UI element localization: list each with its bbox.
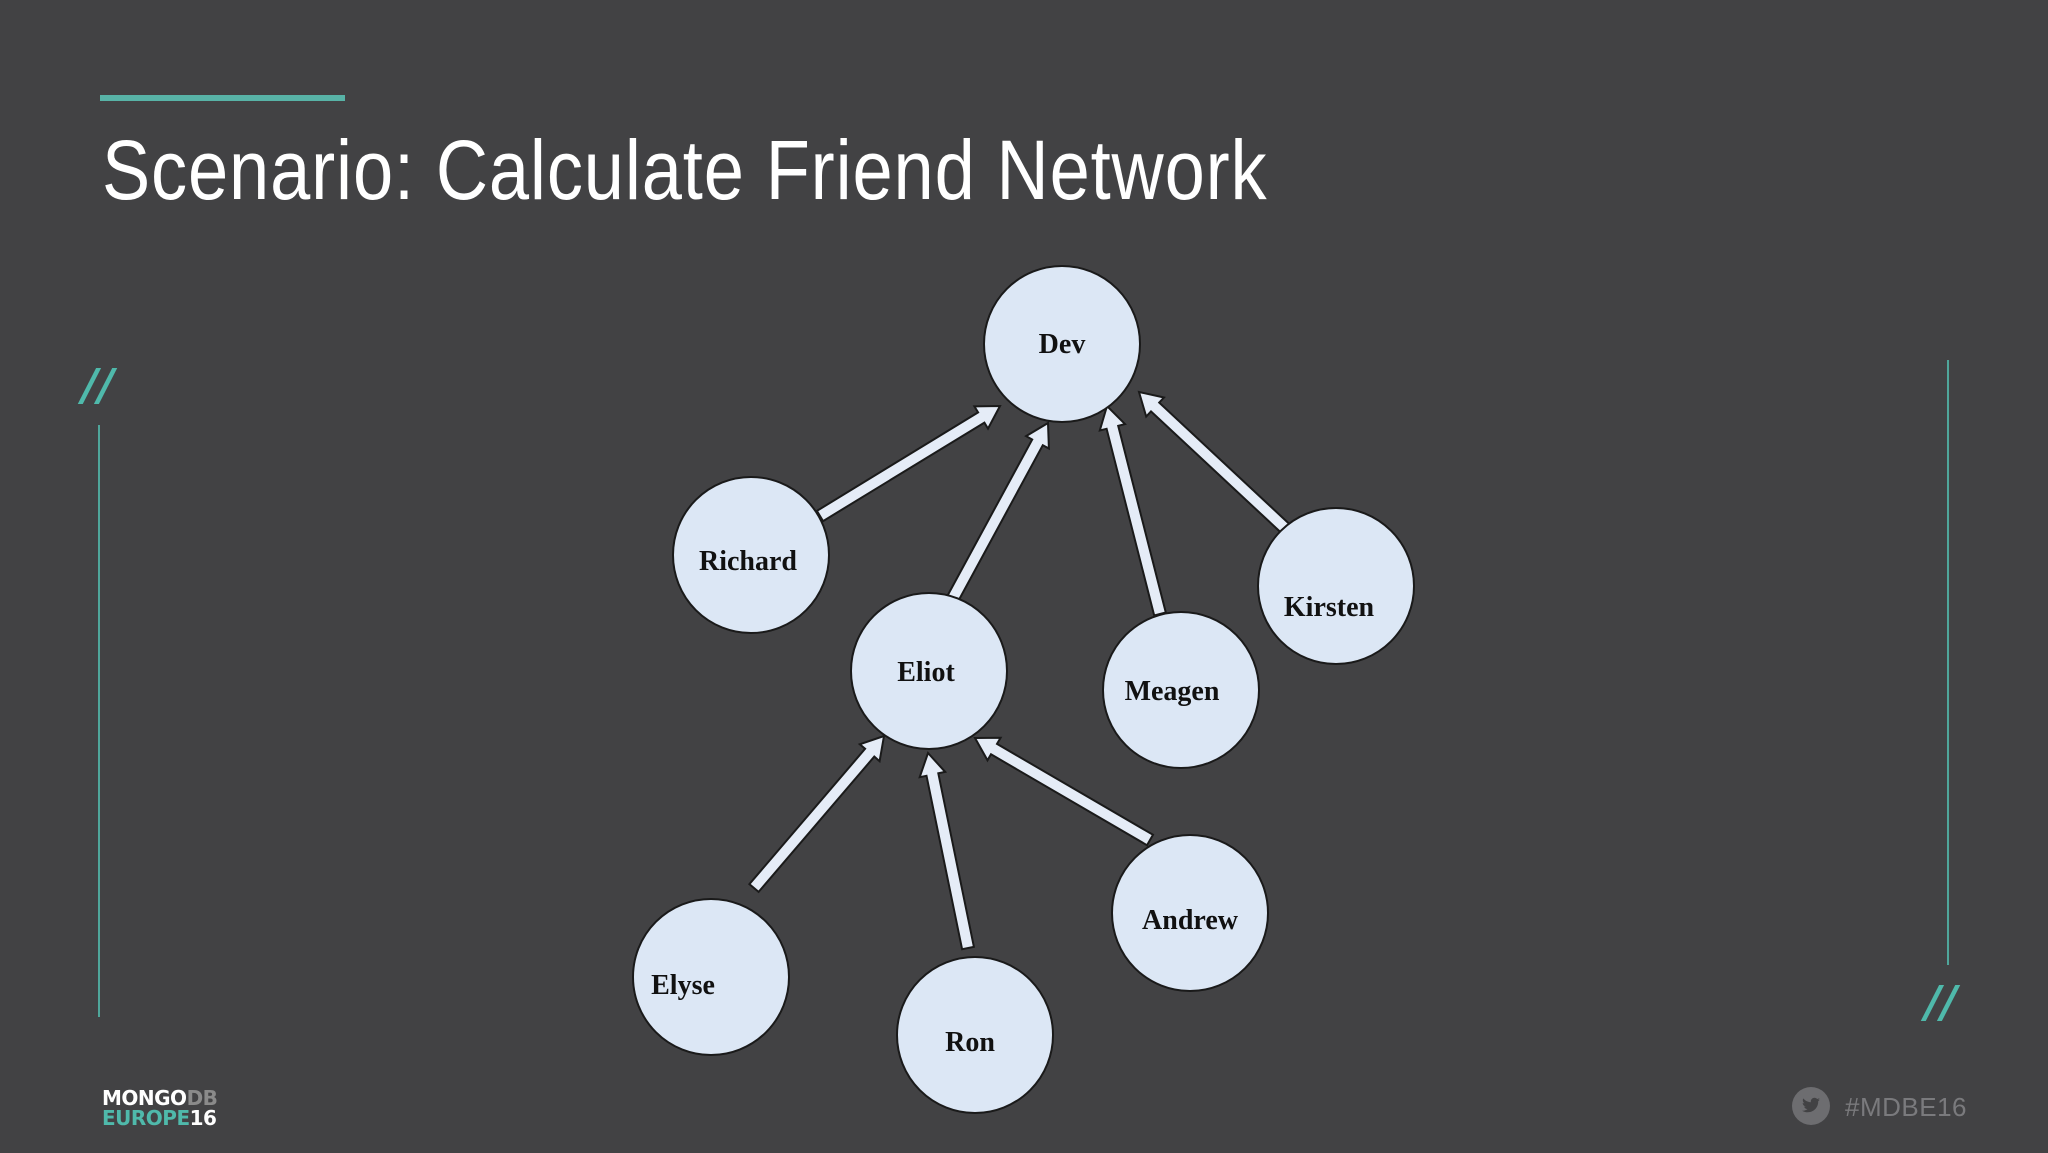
arrow-richard-dev — [815, 404, 1002, 523]
node-label-andrew: Andrew — [1142, 905, 1239, 936]
node-andrew: Andrew — [1111, 834, 1269, 992]
node-circle — [1102, 611, 1260, 769]
node-label-meagen: Meagen — [1125, 676, 1220, 707]
node-ron: Ron — [896, 956, 1054, 1114]
title-accent-bar — [100, 95, 345, 101]
node-meagen: Meagen — [1102, 611, 1260, 769]
node-label-ron: Ron — [945, 1027, 995, 1058]
node-circle — [632, 898, 790, 1056]
right-divider-line — [1947, 360, 1949, 965]
node-eliot: Eliot — [850, 592, 1008, 750]
node-label-elyse: Elyse — [651, 970, 715, 1001]
node-richard: Richard — [672, 476, 830, 634]
left-divider-line — [98, 425, 100, 1017]
arrow-kirsten-dev — [1137, 390, 1293, 536]
twitter-icon[interactable] — [1792, 1087, 1830, 1125]
arrow-elyse-eliot — [747, 734, 886, 894]
double-slash-icon: // — [82, 360, 115, 411]
mongodb-europe-logo: MONGODB EUROPE16 — [102, 1086, 218, 1130]
node-dev: Dev — [983, 265, 1141, 423]
node-label-kirsten: Kirsten — [1284, 592, 1375, 623]
arrow-eliot-dev — [945, 421, 1050, 605]
event-hashtag[interactable]: #MDBE16 — [1845, 1092, 1967, 1122]
node-kirsten: Kirsten — [1257, 507, 1415, 665]
node-circle — [896, 956, 1054, 1114]
double-slash-icon: // — [1925, 977, 1958, 1028]
arrow-andrew-eliot — [973, 736, 1155, 847]
arrow-ron-eliot — [918, 751, 976, 951]
node-label-dev: Dev — [1039, 329, 1086, 360]
node-label-eliot: Eliot — [897, 657, 955, 688]
slide-title: Scenario: Calculate Friend Network — [102, 123, 1268, 217]
node-circle — [983, 265, 1141, 423]
node-label-richard: Richard — [699, 546, 797, 577]
node-elyse: Elyse — [632, 898, 790, 1056]
node-circle — [850, 592, 1008, 750]
node-circle — [1111, 834, 1269, 992]
node-circle — [1257, 507, 1415, 665]
node-circle — [672, 476, 830, 634]
arrow-meagen-dev — [1098, 404, 1168, 617]
